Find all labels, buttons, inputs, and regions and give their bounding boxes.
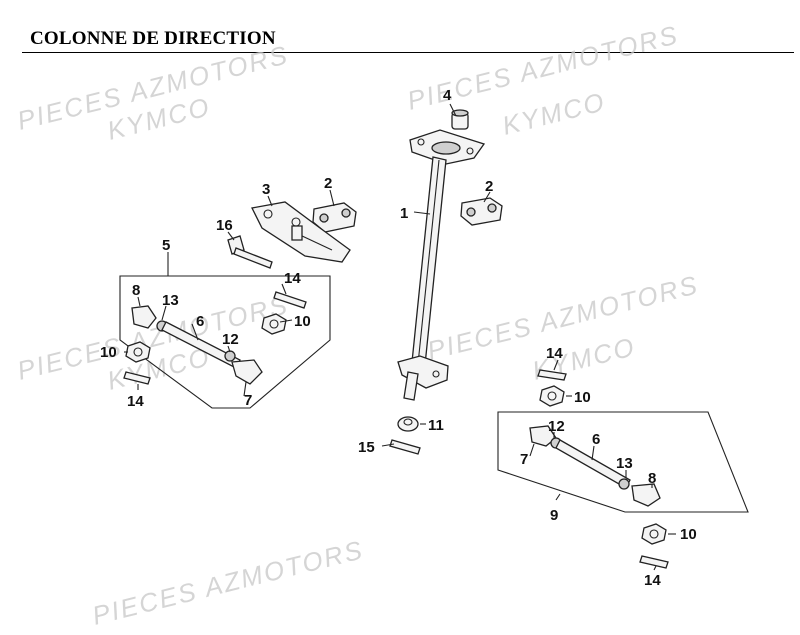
cotter-pin (273, 291, 307, 309)
castle-nut (125, 341, 151, 363)
bolt (227, 235, 273, 269)
leader-lines (124, 103, 676, 571)
watermark-layer: PIECES AZMOTORS KYMCO PIECES AZMOTORS KY… (14, 19, 701, 630)
callout-10: 10 (680, 526, 697, 543)
callout-5: 5 (162, 237, 170, 254)
callout-10: 10 (100, 344, 117, 361)
callout-13: 13 (616, 455, 633, 472)
left-tie-rod (131, 305, 263, 385)
callout-12: 12 (222, 331, 239, 348)
callout-14: 14 (284, 270, 301, 287)
column-clamp-right (460, 197, 503, 226)
callout-3: 3 (262, 181, 270, 198)
cotter-pin (389, 439, 421, 455)
watermark: KYMCO (499, 86, 608, 141)
steering-column (397, 129, 486, 401)
castle-nut (539, 385, 565, 407)
right-tie-rod-frame (497, 411, 749, 513)
callout-9: 9 (550, 507, 558, 524)
callout-1: 1 (400, 205, 408, 222)
callout-13: 13 (162, 292, 179, 309)
callout-7: 7 (244, 392, 252, 409)
callout-11: 11 (428, 417, 444, 434)
callout-8: 8 (648, 470, 656, 487)
castle-nut (261, 313, 287, 335)
holder-plate (251, 201, 351, 263)
callout-labels: 4 1 2 2 3 16 5 14 10 8 13 6 12 10 14 7 1… (100, 87, 697, 589)
callout-8: 8 (132, 282, 140, 299)
callout-4: 4 (443, 87, 452, 104)
callout-10: 10 (574, 389, 591, 406)
column-nut (397, 416, 419, 432)
callout-15: 15 (358, 439, 375, 456)
callout-6: 6 (196, 313, 204, 330)
callout-14: 14 (644, 572, 661, 589)
callout-7: 7 (520, 451, 528, 468)
callout-12: 12 (548, 418, 565, 435)
callout-14: 14 (546, 345, 563, 362)
title-rule (22, 52, 794, 53)
callout-6: 6 (592, 431, 600, 448)
page-title: COLONNE DE DIRECTION (30, 28, 276, 49)
column-bushing (451, 109, 469, 130)
callout-2: 2 (324, 175, 332, 192)
callout-16: 16 (216, 217, 233, 234)
callout-2: 2 (485, 178, 493, 195)
cotter-pin (639, 555, 669, 569)
cotter-pin (537, 369, 567, 381)
callout-10: 10 (294, 313, 311, 330)
castle-nut (641, 523, 667, 545)
left-tie-rod-frame (119, 275, 331, 409)
watermark: PIECES AZMOTORS (89, 534, 366, 630)
right-tie-rod (529, 425, 661, 507)
cotter-pin (123, 371, 151, 385)
callout-14: 14 (127, 393, 144, 410)
